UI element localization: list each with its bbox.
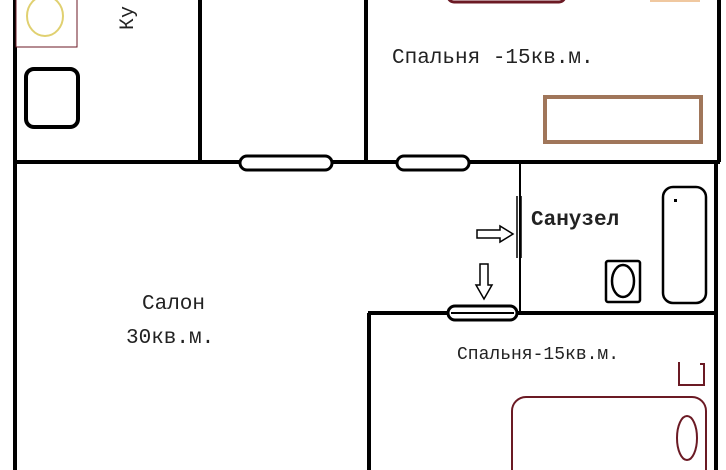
label-living-area: 30кв.м. bbox=[126, 327, 214, 350]
label-kitchen: Ку bbox=[117, 6, 140, 30]
sink-basin-icon bbox=[26, 0, 64, 37]
label-bedroom-top: Спальня -15кв.м. bbox=[392, 47, 594, 70]
label-bedroom-bottom: Спальня-15кв.м. bbox=[457, 345, 619, 365]
bed-top-icon bbox=[447, 0, 566, 4]
label-bathroom: Санузел bbox=[531, 209, 619, 232]
wardrobe-icon bbox=[543, 95, 703, 144]
bathtub-icon bbox=[661, 185, 708, 305]
bathroom-furniture bbox=[604, 185, 708, 305]
toilet-icon bbox=[604, 259, 642, 304]
stove-icon bbox=[24, 67, 80, 129]
arrow-down-icon bbox=[474, 263, 494, 301]
label-living: Салон bbox=[142, 293, 205, 316]
kitchen-furniture bbox=[15, 0, 80, 129]
nightstand-icon bbox=[678, 362, 705, 386]
walls bbox=[13, 0, 721, 470]
arrow-right-icon bbox=[476, 224, 515, 244]
door-bedroom-top bbox=[395, 154, 471, 172]
door-corridor bbox=[238, 154, 334, 172]
bedroom-top-furniture bbox=[447, 0, 703, 144]
sink-counter bbox=[15, 0, 78, 48]
room-labels: Ку Спальня -15кв.м. Санузел Салон 30кв.м… bbox=[117, 6, 619, 365]
arrows bbox=[474, 224, 515, 301]
doors bbox=[238, 154, 522, 322]
bedroom-bottom-furniture bbox=[511, 362, 707, 470]
bed-bottom-icon bbox=[511, 396, 707, 470]
